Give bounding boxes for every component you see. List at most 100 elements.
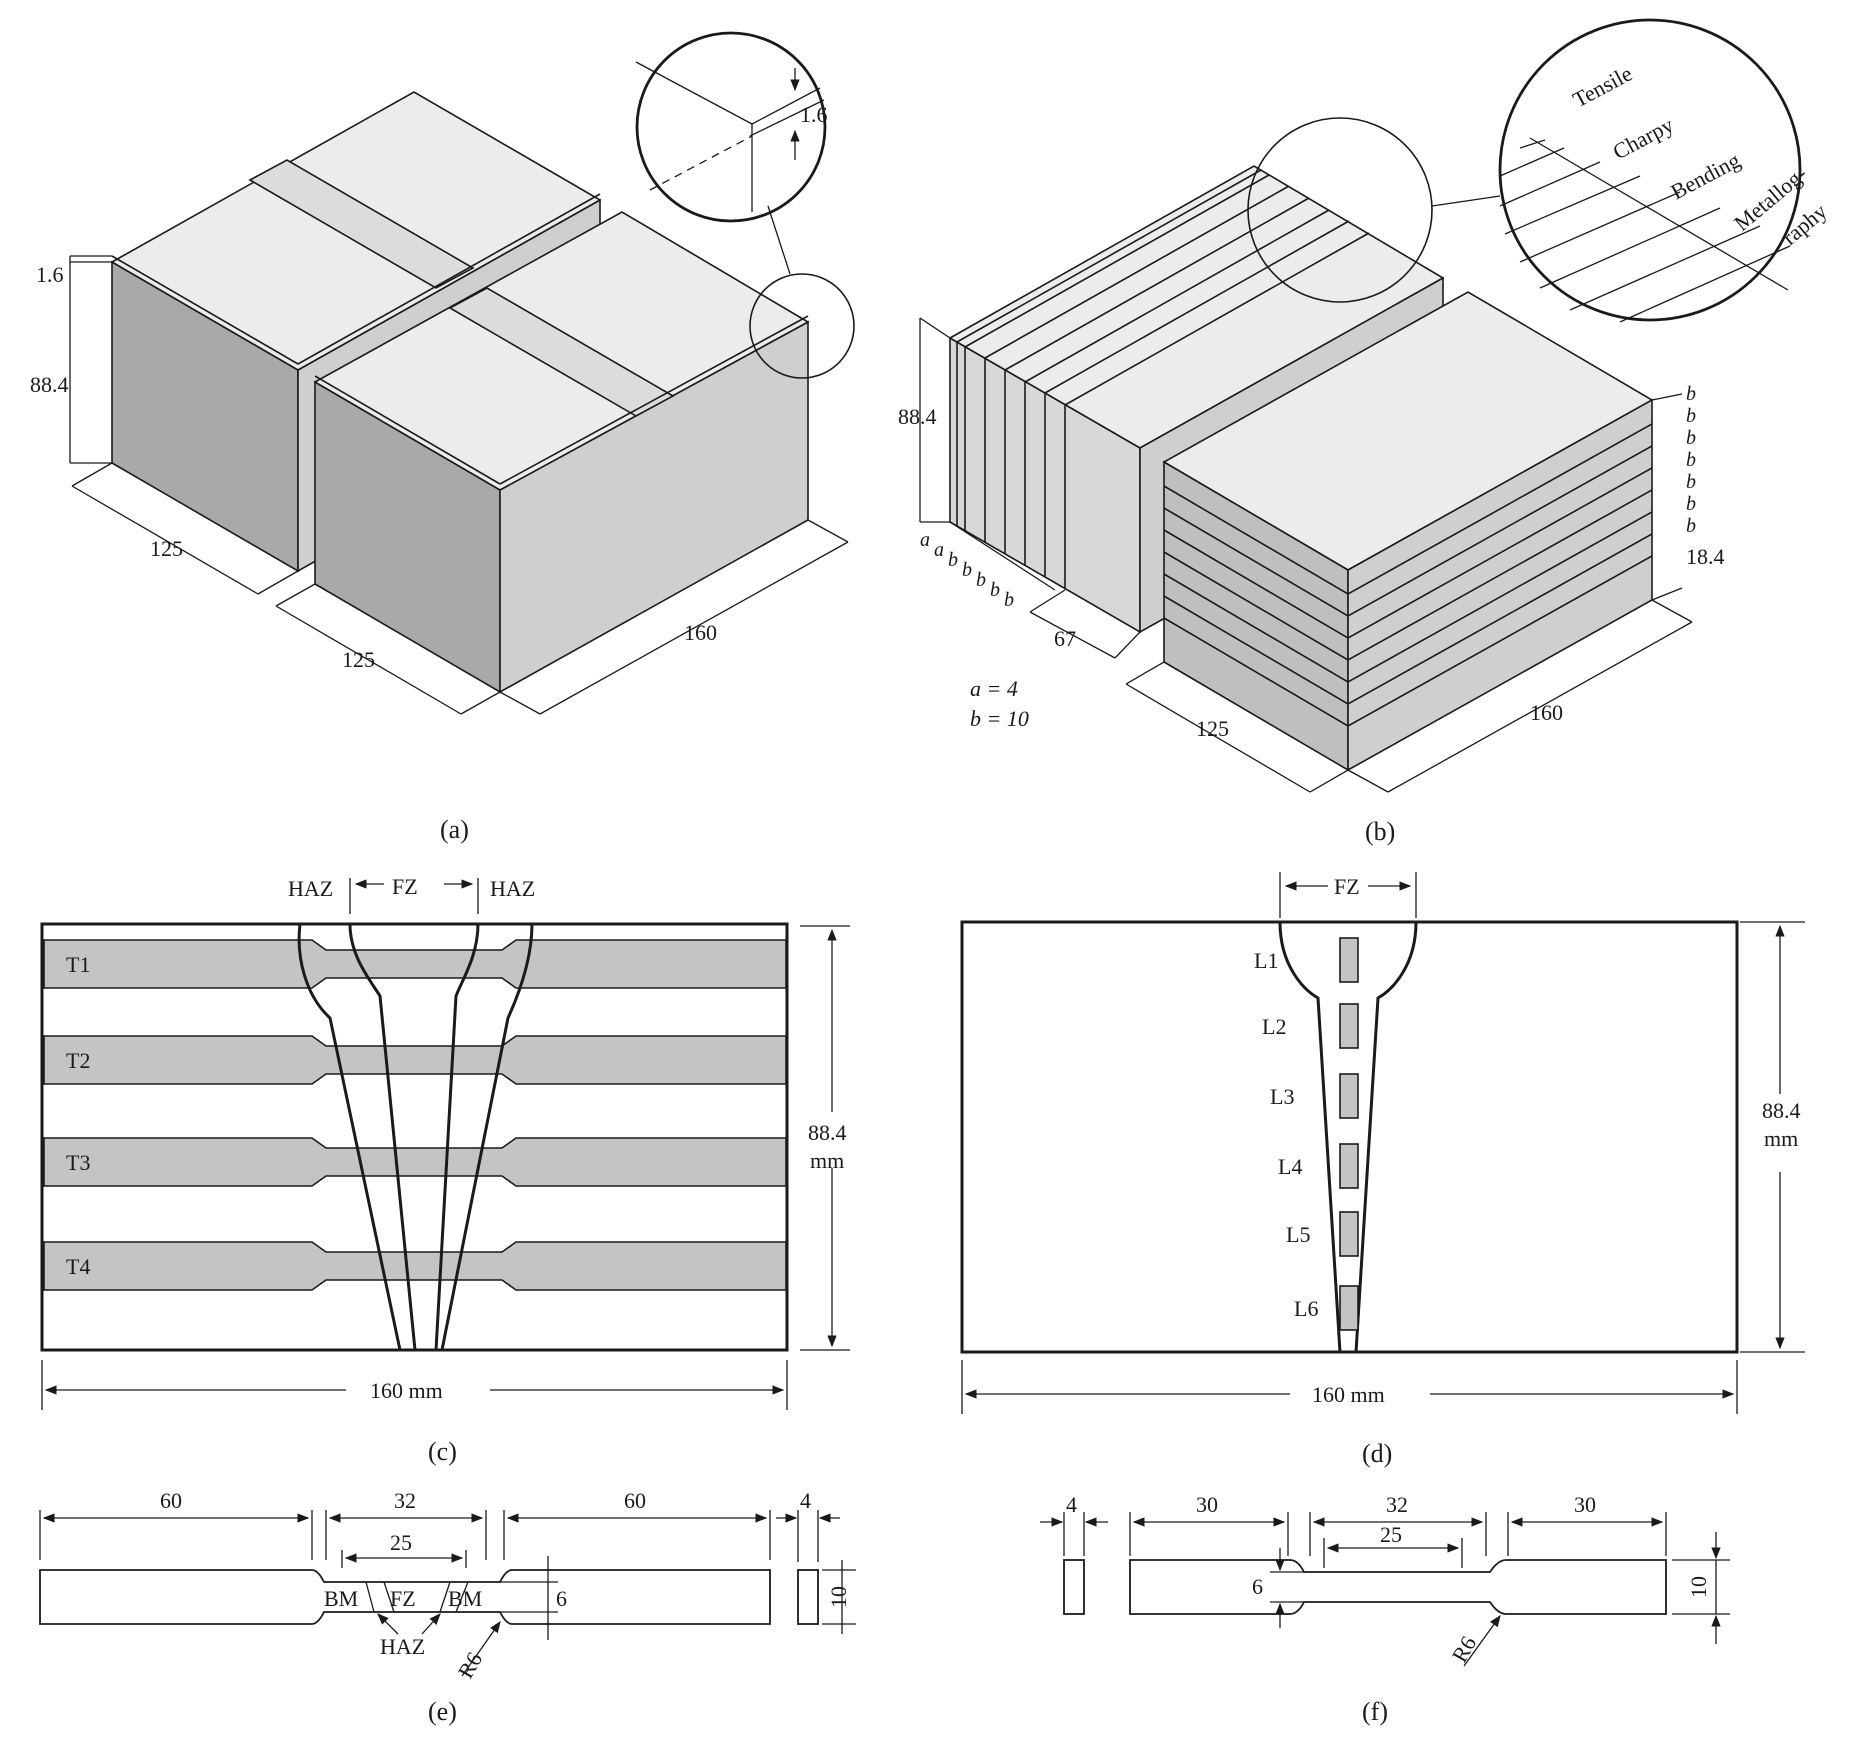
charpy-specimen-mark — [1339, 1003, 1359, 1049]
side-letter-5: b — [976, 569, 986, 591]
side-letter-2: a — [934, 539, 944, 561]
detail-circle-zoom — [635, 31, 827, 223]
right-block-weld-bead — [448, 287, 675, 417]
specimen-label-c: T3 — [66, 1150, 90, 1175]
panel-label-d: (d) — [1362, 1439, 1392, 1468]
thickness-label: 1.6 — [36, 262, 64, 287]
side-letter-3: b — [948, 549, 958, 571]
length-left-label: 125 — [150, 536, 183, 561]
dim-10-f: 10 — [1686, 1576, 1711, 1598]
dim-30-right-f: 30 — [1574, 1492, 1596, 1517]
specimen-label-d: L4 — [1278, 1154, 1302, 1179]
tensile-specimen-bar — [43, 939, 787, 989]
haz-right-label: HAZ — [490, 876, 535, 901]
charpy-cross-section — [1063, 1559, 1085, 1615]
dim-60-right-e: 60 — [624, 1488, 646, 1513]
side-letter-4: b — [962, 559, 972, 581]
panel-label-b: (b) — [1365, 817, 1395, 846]
charpy-specimen-mark — [1339, 1285, 1359, 1331]
dim-25-e: 25 — [390, 1530, 412, 1555]
panel-b-cut-plan: Tensile Charpy Bending Metallog- raphy 8… — [898, 18, 1832, 793]
side-letter-7: b — [1004, 589, 1014, 611]
fz-boundary-left — [348, 923, 417, 1351]
specimen-label-d: L1 — [1254, 948, 1278, 973]
fz-boundary-right — [434, 923, 480, 1351]
height-label-d: 88.4 — [1762, 1098, 1801, 1123]
detail-circle-small-b — [1247, 117, 1433, 303]
length-right-label: 125 — [342, 647, 375, 672]
haz-boundary-left — [297, 923, 402, 1351]
height-unit-c: mm — [810, 1148, 844, 1173]
width-label-c: 160 mm — [370, 1378, 443, 1403]
fz-boundary-left-d — [1278, 921, 1342, 1353]
dim-4-e: 4 — [800, 1488, 811, 1513]
charpy-specimen-outline — [1129, 1559, 1667, 1615]
dim-4-f: 4 — [1066, 1492, 1077, 1517]
tensile-specimen-bar — [43, 1241, 787, 1291]
right-letter-4: b — [1686, 449, 1696, 471]
charpy-specimen-mark — [1339, 1073, 1359, 1119]
dim-160-label-b: 160 — [1530, 700, 1563, 725]
dim-125-label-b: 125 — [1196, 716, 1229, 741]
dim-10-e: 10 — [826, 1586, 851, 1608]
panel-label-c: (c) — [428, 1437, 457, 1466]
dim-60-left-e: 60 — [160, 1488, 182, 1513]
panel-label-e: (e) — [428, 1697, 457, 1726]
tensile-specimen-bar — [43, 1137, 787, 1187]
left-block-weld-bead — [248, 159, 475, 289]
detail-circle-small — [749, 273, 855, 379]
slice-lines-back — [956, 169, 1370, 589]
charpy-specimen-mark — [1339, 937, 1359, 983]
specimen-label-d: L3 — [1270, 1084, 1294, 1109]
right-letter-1: b — [1686, 383, 1696, 405]
tensile-cross-section — [797, 1569, 819, 1625]
height-unit-d: mm — [1764, 1126, 1798, 1151]
dim-30-left-f: 30 — [1196, 1492, 1218, 1517]
detail-circle-zoom-b — [1498, 18, 1802, 322]
dim-67-label: 67 — [1054, 626, 1076, 651]
charpy-specimen-mark — [1339, 1211, 1359, 1257]
dim-32-f: 32 — [1386, 1492, 1408, 1517]
panel-label-a: (a) — [440, 815, 469, 844]
dim-25-f: 25 — [1380, 1522, 1402, 1547]
zoom-label-metallography-2: raphy — [1777, 198, 1831, 249]
legend-b: b = 10 — [970, 706, 1029, 731]
haz-boundary-right — [440, 923, 534, 1351]
right-letter-3: b — [1686, 427, 1696, 449]
right-letter-6: b — [1686, 493, 1696, 515]
tensile-specimen-bar — [43, 1035, 787, 1085]
panel-a-isometric-blocks: 1.6 1.6 88.4 125 125 160 — [30, 31, 855, 715]
panel-f-charpy-specimen: 4 30 32 25 30 6 10 R6 — [1040, 1492, 1730, 1667]
dim-6-e: 6 — [556, 1586, 567, 1611]
right-letter-7: b — [1686, 515, 1696, 537]
dim-32-e: 32 — [394, 1488, 416, 1513]
specimen-label-d: L6 — [1294, 1296, 1318, 1321]
width-label-d: 160 mm — [1312, 1382, 1385, 1407]
zoom-label-bending: Bending — [1667, 147, 1745, 204]
zoom-b-slice-lines — [1499, 137, 1791, 323]
charpy-specimen-mark — [1339, 1143, 1359, 1189]
panel-e-tensile-specimen: BM FZ BM HAZ 60 32 25 60 4 6 — [39, 1488, 856, 1683]
bm-left-label: BM — [324, 1586, 358, 1611]
radius-label-e: R6 — [453, 1648, 487, 1683]
height-label-b: 88.4 — [898, 404, 937, 429]
right-letter-5: b — [1686, 471, 1696, 493]
section-outline-d — [960, 920, 1739, 1354]
radius-label-f: R6 — [1447, 1632, 1481, 1667]
width-label: 160 — [684, 620, 717, 645]
specimen-label-d: L2 — [1262, 1014, 1286, 1039]
tensile-specimen-outline — [39, 1569, 771, 1625]
dim-6-f: 6 — [1252, 1574, 1263, 1599]
fz-label-d: FZ — [1334, 874, 1360, 899]
specimen-label-c: T2 — [66, 1048, 90, 1073]
zoom-label-tensile: Tensile — [1569, 61, 1637, 113]
slice-lines-front — [1163, 423, 1653, 727]
side-letter-6: b — [990, 579, 1000, 601]
fz-boundary-right-d — [1354, 921, 1418, 1353]
panel-label-f: (f) — [1362, 1697, 1388, 1726]
side-letter-1: a — [920, 529, 930, 551]
